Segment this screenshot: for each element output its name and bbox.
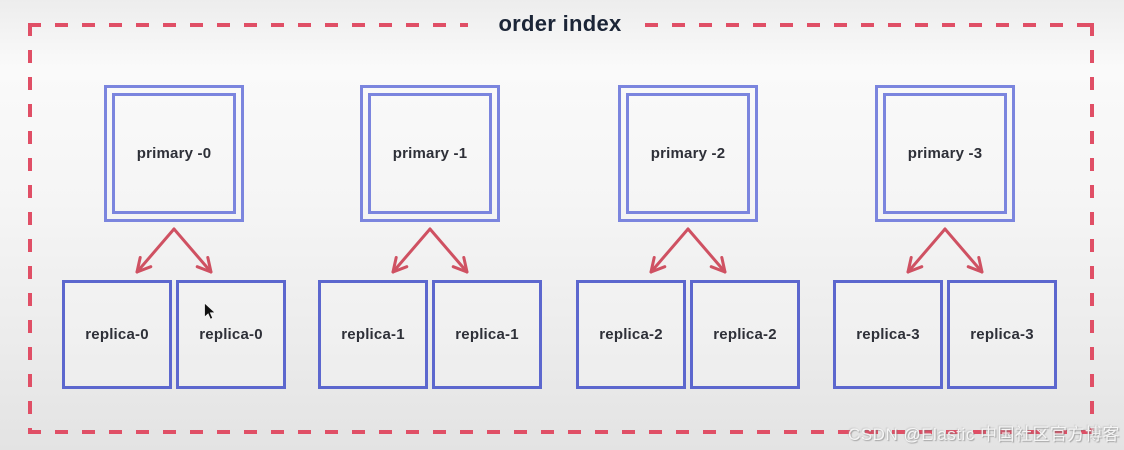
replica-shard-box: replica-3 bbox=[947, 280, 1057, 389]
replication-arrows-icon bbox=[135, 227, 213, 274]
primary-shard-box-3: primary -3 bbox=[875, 85, 1015, 222]
primary-shard-box-2: primary -2 bbox=[618, 85, 758, 222]
replica-row-2: replica-2 replica-2 bbox=[576, 280, 800, 389]
replica-row-3: replica-3 replica-3 bbox=[833, 280, 1057, 389]
replica-row-0: replica-0 replica-0 bbox=[62, 280, 286, 389]
replica-shard-box: replica-2 bbox=[576, 280, 686, 389]
frame-border-bottom bbox=[28, 430, 1093, 434]
shard-group-0: primary -0 replica-0 replica-0 bbox=[62, 85, 286, 389]
primary-shard-label-0: primary -0 bbox=[112, 93, 236, 214]
frame-border-top-right bbox=[645, 23, 1093, 27]
frame-border-top-left bbox=[28, 23, 468, 27]
mouse-cursor-icon bbox=[204, 302, 216, 320]
replica-shard-box: replica-0 bbox=[62, 280, 172, 389]
replica-row-1: replica-1 replica-1 bbox=[318, 280, 542, 389]
frame-border-left bbox=[28, 23, 32, 431]
primary-shard-label-3: primary -3 bbox=[883, 93, 1007, 214]
shard-group-1: primary -1 replica-1 replica-1 bbox=[318, 85, 542, 389]
replication-arrows-icon bbox=[391, 227, 469, 274]
replica-shard-box: replica-1 bbox=[318, 280, 428, 389]
replica-shard-box: replica-1 bbox=[432, 280, 542, 389]
replica-shard-box: replica-3 bbox=[833, 280, 943, 389]
diagram-title: order index bbox=[498, 11, 622, 36]
primary-shard-label-1: primary -1 bbox=[368, 93, 492, 214]
csdn-watermark: CSDN @Elastic 中国社区官方博客 bbox=[848, 425, 1120, 444]
shard-group-3: primary -3 replica-3 replica-3 bbox=[833, 85, 1057, 389]
replica-shard-box: replica-2 bbox=[690, 280, 800, 389]
replica-shard-box: replica-0 bbox=[176, 280, 286, 389]
replication-arrows-icon bbox=[906, 227, 984, 274]
frame-border-right bbox=[1090, 23, 1094, 431]
primary-shard-label-2: primary -2 bbox=[626, 93, 750, 214]
primary-shard-box-0: primary -0 bbox=[104, 85, 244, 222]
replication-arrows-icon bbox=[649, 227, 727, 274]
primary-shard-box-1: primary -1 bbox=[360, 85, 500, 222]
shard-group-2: primary -2 replica-2 replica-2 bbox=[576, 85, 800, 389]
